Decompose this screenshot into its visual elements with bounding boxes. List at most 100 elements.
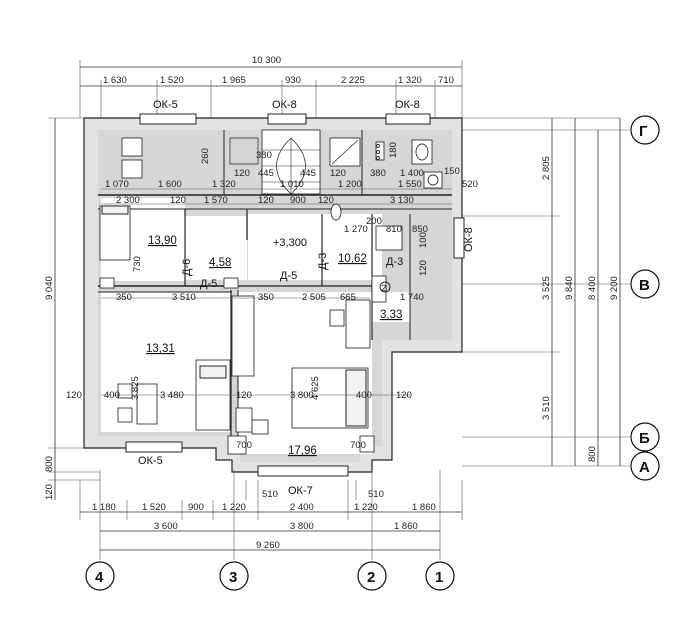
inner-dim-26: 1 270 [344, 224, 368, 235]
inner-dim-28: 850 [412, 224, 428, 235]
building-walls [83, 113, 465, 477]
bottom-dimension-chain: 510 510 1 180 1 520 900 1 220 2 400 1 22… [79, 470, 463, 560]
inner-dim-5: 1 200 [338, 179, 362, 190]
room-area-5: 17,96 [288, 445, 317, 457]
room-number-2: 2 [381, 283, 386, 294]
window-label-2: ОК-8 [272, 99, 297, 111]
grid-axes: Г В Б А 4 3 2 1 [85, 115, 660, 591]
inner-dim-46: 400 [356, 390, 372, 401]
inner-dim-14: 3 130 [390, 195, 414, 206]
inner-dim-29: 100 [418, 232, 429, 248]
axis-label-G: Г [639, 123, 648, 140]
inner-dim-35: 2 505 [302, 292, 326, 303]
door-label-2: Д-5 [200, 278, 217, 290]
inner-dim-38: 730 [132, 256, 143, 272]
right-dim-5: 8 400 [587, 276, 598, 300]
inner-dim-3: 1 320 [212, 179, 236, 190]
inner-dim-36: 665 [340, 292, 356, 303]
inner-dim-48: 700 [236, 440, 252, 451]
axis-label-4: 4 [95, 569, 104, 586]
right-dim-6: 9 840 [564, 276, 575, 300]
inner-dim-34: 350 [258, 292, 274, 303]
axis-label-B: Б [639, 430, 650, 447]
window-label-3: ОК-8 [395, 99, 420, 111]
inner-dim-23: 150 [444, 166, 460, 177]
window-label-5: ОК-5 [138, 455, 163, 467]
inner-dim-16: 380 [256, 150, 272, 161]
right-dim-7: 9 200 [609, 276, 620, 300]
inner-dim-1: 1 070 [105, 179, 129, 190]
axis-label-1: 1 [435, 569, 443, 586]
axis-label-A: А [639, 459, 650, 476]
door-label-4: Д-3 [386, 256, 403, 268]
right-dim-2: 3 525 [541, 276, 552, 300]
inner-dim-24: 180 [388, 142, 399, 158]
room-area-6: 3,33 [380, 309, 402, 321]
axis-label-3: 3 [229, 569, 237, 586]
bottom-dim-8: 3 600 [154, 521, 178, 532]
right-dim-4: 800 [587, 446, 598, 462]
door-label-5: Д-3 [317, 253, 329, 270]
inner-dim-43: 3 480 [160, 390, 184, 401]
inner-dim-20: 120 [330, 168, 346, 179]
inner-dim-2: 1 600 [158, 179, 182, 190]
inner-dim-4: 1 010 [280, 179, 304, 190]
inner-dim-18: 445 [258, 168, 274, 179]
bottom-small-1: 510 [262, 489, 278, 500]
bottom-dim-10: 1 860 [394, 521, 418, 532]
right-dim-1: 2 805 [541, 156, 552, 180]
bottom-dim-2: 1 520 [142, 502, 166, 513]
inner-dim-15: 260 [200, 148, 211, 164]
inner-dim-31: 1 740 [400, 292, 424, 303]
top-dim-6: 1 320 [398, 75, 422, 86]
inner-dim-10: 1 570 [204, 195, 228, 206]
room-area-1: 13,90 [148, 235, 177, 247]
door-label-1: Д-6 [181, 259, 193, 276]
left-dim-overall: 9 040 [44, 276, 55, 300]
bottom-dim-5: 2 400 [290, 502, 314, 513]
bottom-dim-1: 1 180 [92, 502, 116, 513]
inner-dim-41: 120 [66, 390, 82, 401]
floor-level: +3,300 [273, 237, 307, 249]
left-dimension-chain: 9 040 800 120 [44, 117, 100, 500]
top-dimension-chain: 10 300 1 630 1 520 1 965 930 2 225 1 320… [79, 55, 463, 118]
window-label-4: ОК-8 [463, 227, 475, 252]
bottom-dim-6: 1 220 [354, 502, 378, 513]
top-dim-7: 710 [438, 75, 454, 86]
inner-dim-30: 120 [418, 260, 429, 276]
bottom-small-2: 510 [368, 489, 384, 500]
top-dim-1: 1 630 [103, 75, 127, 86]
overall-bottom-dim: 9 260 [256, 540, 280, 551]
left-dim-120: 120 [44, 484, 55, 500]
inner-dim-39: 3 825 [130, 376, 141, 400]
bottom-dim-3: 900 [188, 502, 204, 513]
inner-dim-19: 445 [300, 168, 316, 179]
bottom-dim-7: 1 860 [412, 502, 436, 513]
inner-dim-33: 3 510 [172, 292, 196, 303]
left-dim-800: 800 [44, 456, 55, 472]
overall-top-dim: 10 300 [252, 55, 281, 66]
inner-dim-7: 520 [462, 179, 478, 190]
openings-labels: ОК-5 ОК-8 ОК-8 ОК-8 ОК-5 ОК-7 Д-6 Д-5 Д-… [138, 99, 475, 497]
top-dim-5: 2 225 [341, 75, 365, 86]
room-labels: 13,90 4,58 10,62 +3,300 13,31 17,96 3,33 [146, 235, 402, 457]
axis-label-V: В [639, 277, 650, 294]
window-label-1: ОК-5 [153, 99, 178, 111]
inner-dim-25: 200 [366, 216, 382, 227]
inner-dim-45: 3 800 [290, 390, 314, 401]
window-label-6: ОК-7 [288, 485, 313, 497]
inner-dim-27: 810 [386, 224, 402, 235]
inner-dim-13: 120 [318, 195, 334, 206]
inner-dim-22: 1 400 [400, 168, 424, 179]
room-area-4: 13,31 [146, 343, 175, 355]
inner-dim-44: 120 [236, 390, 252, 401]
bottom-dim-4: 1 220 [222, 502, 246, 513]
room-area-2: 4,58 [209, 257, 231, 269]
inner-dim-17: 120 [234, 168, 250, 179]
room-area-3: 10,62 [338, 253, 367, 265]
right-dimension-chain: 2 805 3 525 3 510 800 8 400 9 840 9 200 [462, 117, 630, 467]
axis-label-2: 2 [367, 569, 375, 586]
inner-dim-21: 380 [370, 168, 386, 179]
top-dim-3: 1 965 [222, 75, 246, 86]
inner-dim-9: 120 [170, 195, 186, 206]
